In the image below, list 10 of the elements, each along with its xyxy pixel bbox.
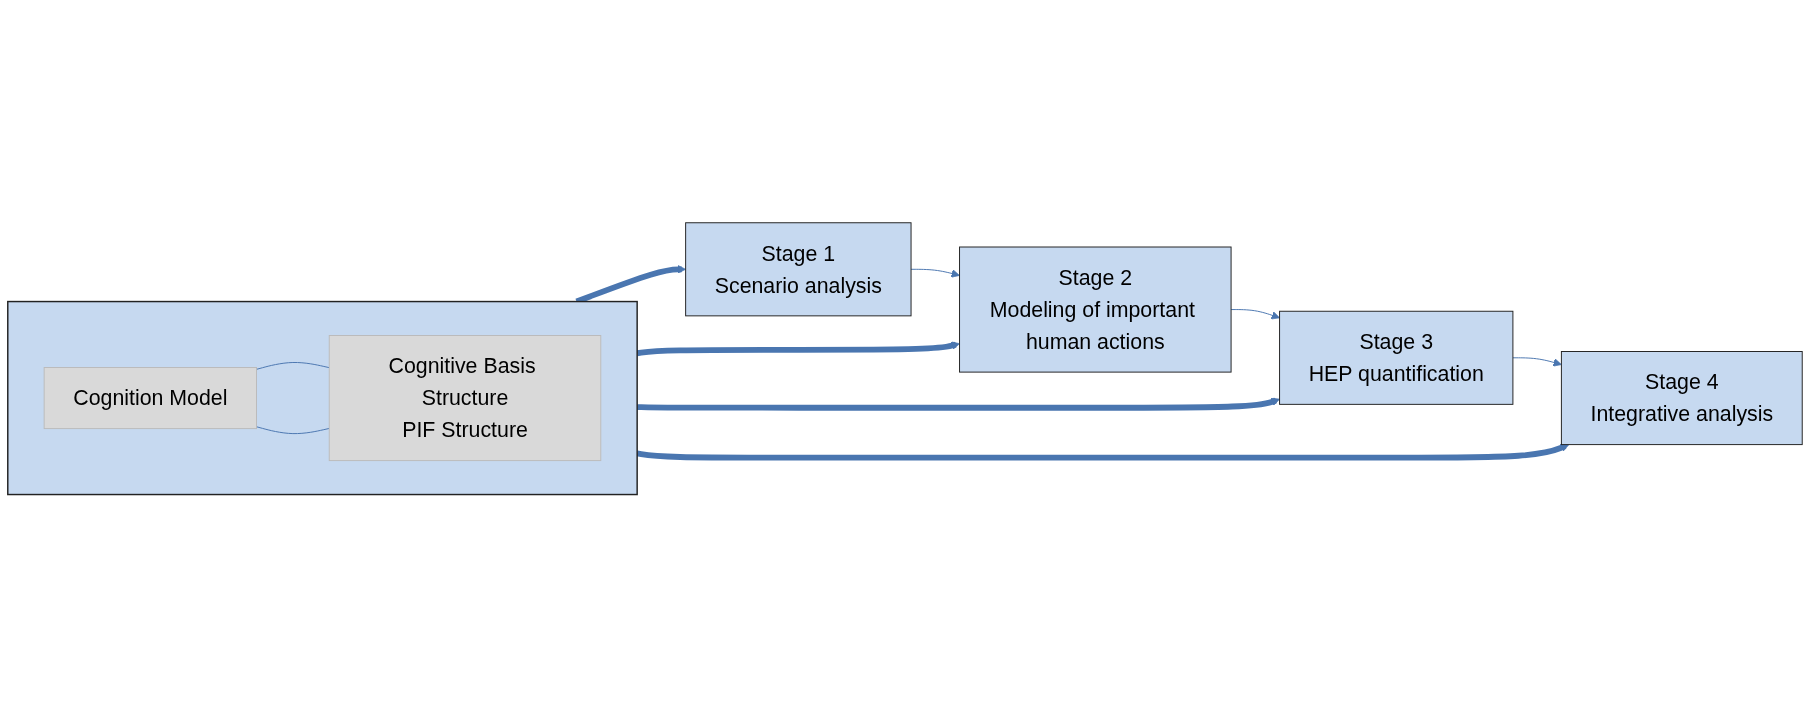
node-box: Stage 1 Scenario analysis <box>685 222 912 317</box>
cluster <box>7 300 638 496</box>
node-box: Cognitive Basis Structure PIF Structure <box>328 334 602 461</box>
node-box: Stage 2 Modeling of important human actions <box>959 246 1232 373</box>
arrow <box>637 397 1280 411</box>
node-box: Stage 3 HEP quantification <box>1279 310 1514 405</box>
connector <box>256 426 330 434</box>
connector <box>256 361 330 370</box>
node-box: Cognition Model <box>43 366 257 429</box>
node-box: Stage 4 Integrative analysis <box>1560 350 1803 445</box>
